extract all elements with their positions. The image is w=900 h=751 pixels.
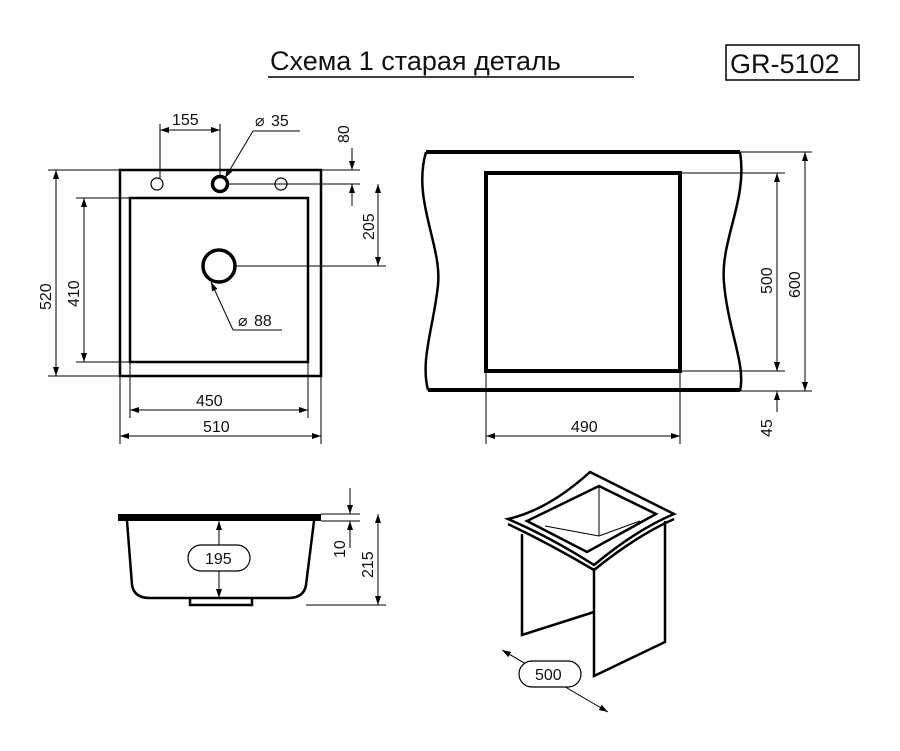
- dim-510-label: 510: [203, 419, 230, 436]
- cabinet-top-frame: [503, 470, 677, 567]
- width-callout-bubble: [518, 660, 582, 688]
- diameter-symbol-drain: ⌀: [238, 313, 248, 330]
- dim-80-label: 80: [336, 125, 353, 143]
- cabinet-right-panel: [592, 521, 667, 678]
- sink-outer-outline: [118, 168, 323, 378]
- drain-hole: [201, 248, 237, 284]
- dim-45-label: 45: [759, 419, 776, 437]
- dim-500-cabinet-label: 500: [535, 667, 562, 684]
- countertop-break-left: [421, 151, 440, 391]
- cutout-view: 500 600 490 45: [421, 150, 812, 444]
- cabinet-left-panel: [520, 534, 595, 637]
- dim-410-label: 410: [66, 280, 83, 307]
- side-view: 195 10 215: [118, 488, 386, 607]
- cutout-opening: [484, 171, 682, 373]
- dim-155-label: 155: [172, 112, 199, 129]
- countertop-break-right: [722, 151, 743, 392]
- dim-600-label: 600: [787, 271, 804, 298]
- dim-35-label: 35: [271, 113, 289, 130]
- dim-10-label: 10: [332, 540, 349, 558]
- dim-88-label: 88: [254, 313, 272, 330]
- dim-215-label: 215: [360, 551, 377, 578]
- dim-520-label: 520: [38, 283, 55, 310]
- cabinet-view: 500: [501, 470, 677, 713]
- cabinet-inner-edge-left: [544, 525, 600, 537]
- model-number: GR-5102: [730, 49, 840, 79]
- side-hole-left: [150, 177, 164, 191]
- dim-450-label: 450: [196, 393, 223, 410]
- dim-195-label: 195: [205, 551, 232, 568]
- cabinet-inner-edge-right: [598, 520, 641, 537]
- dim-205-label: 205: [361, 213, 378, 240]
- dim-500-cutout-label: 500: [759, 267, 776, 294]
- dim-490-label: 490: [571, 419, 598, 436]
- drawing-title: Схема 1 старая деталь: [270, 46, 561, 76]
- faucet-hole: [210, 174, 230, 194]
- cabinet-top-opening: [524, 484, 659, 554]
- diameter-symbol-hole: ⌀: [255, 113, 265, 130]
- sink-rim: [118, 514, 321, 521]
- top-view: 155 ⌀ 35 80 205 520 410 ⌀ 88: [38, 112, 386, 444]
- depth-callout-bubble: [187, 544, 251, 572]
- model-frame: [725, 44, 860, 81]
- header: Схема 1 старая деталь GR-5102: [268, 44, 860, 81]
- sink-bowl-outline: [128, 196, 310, 364]
- drain-outlet: [188, 598, 254, 607]
